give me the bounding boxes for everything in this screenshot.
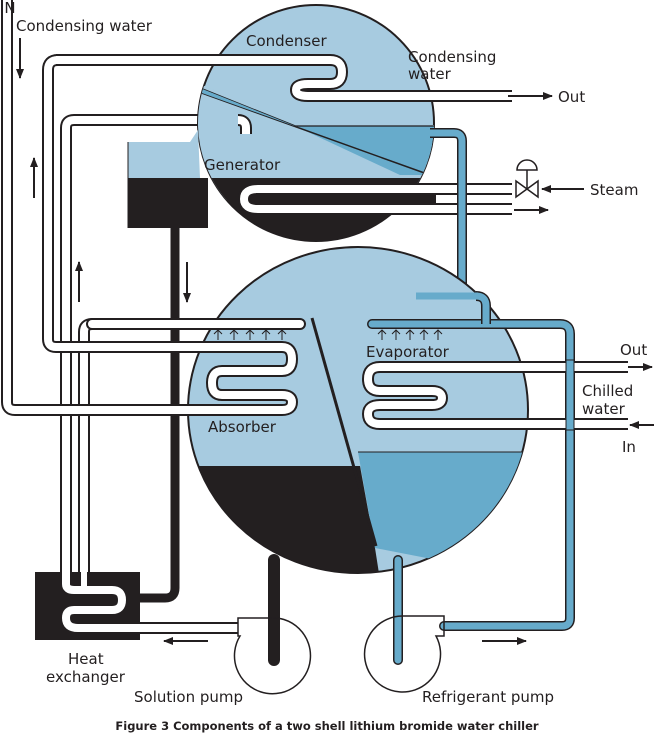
absorber-to-condenser-pipe bbox=[42, 54, 340, 353]
evaporator-spray-pipe bbox=[367, 291, 575, 631]
refrigerant-condenser-to-evaporator-pipe bbox=[420, 128, 467, 301]
condensing-water-loop bbox=[1, 0, 300, 416]
label-out-condensing: Out bbox=[558, 88, 585, 106]
label-chilled-water-1: Chilled bbox=[582, 382, 633, 400]
evaporator-coil bbox=[361, 361, 628, 430]
label-solution-pump: Solution pump bbox=[134, 688, 243, 706]
label-absorber: Absorber bbox=[208, 418, 277, 436]
label-steam: Steam bbox=[590, 181, 638, 199]
evaporator-spray-arrows bbox=[377, 329, 443, 340]
label-refrigerant-pump: Refrigerant pump bbox=[422, 688, 554, 706]
figure-caption: Figure 3 Components of a two shell lithi… bbox=[115, 719, 539, 733]
absorber-evaporator-divider bbox=[310, 317, 378, 547]
condenser-coil bbox=[56, 54, 512, 102]
label-heat-exchanger-1: Heat bbox=[68, 650, 104, 668]
label-condensing-water-in: Condensing water bbox=[16, 17, 153, 35]
heat-exchanger bbox=[35, 572, 238, 640]
label-chilled-water-2: water bbox=[582, 400, 626, 418]
steam-valve[interactable] bbox=[515, 159, 539, 199]
label-condensing-water-out-2: water bbox=[408, 65, 452, 83]
absorber-coil bbox=[15, 341, 299, 416]
label-condenser: Condenser bbox=[246, 32, 327, 50]
solution-pump[interactable] bbox=[233, 616, 312, 695]
generator-to-heat-exchanger-pipe bbox=[138, 228, 180, 603]
absorber-spray-arrows bbox=[213, 329, 287, 340]
label-generator: Generator bbox=[204, 156, 281, 174]
label-in-top-left: IN bbox=[0, 0, 16, 17]
label-evaporator: Evaporator bbox=[366, 343, 450, 361]
refrigerant-pump[interactable] bbox=[363, 615, 445, 693]
label-heat-exchanger-2: exchanger bbox=[46, 668, 126, 686]
label-chilled-out: Out bbox=[620, 341, 647, 359]
label-condensing-water-out-1: Condensing bbox=[408, 48, 496, 66]
label-chilled-in: In bbox=[622, 438, 636, 456]
generator-steam-coil bbox=[237, 183, 512, 215]
